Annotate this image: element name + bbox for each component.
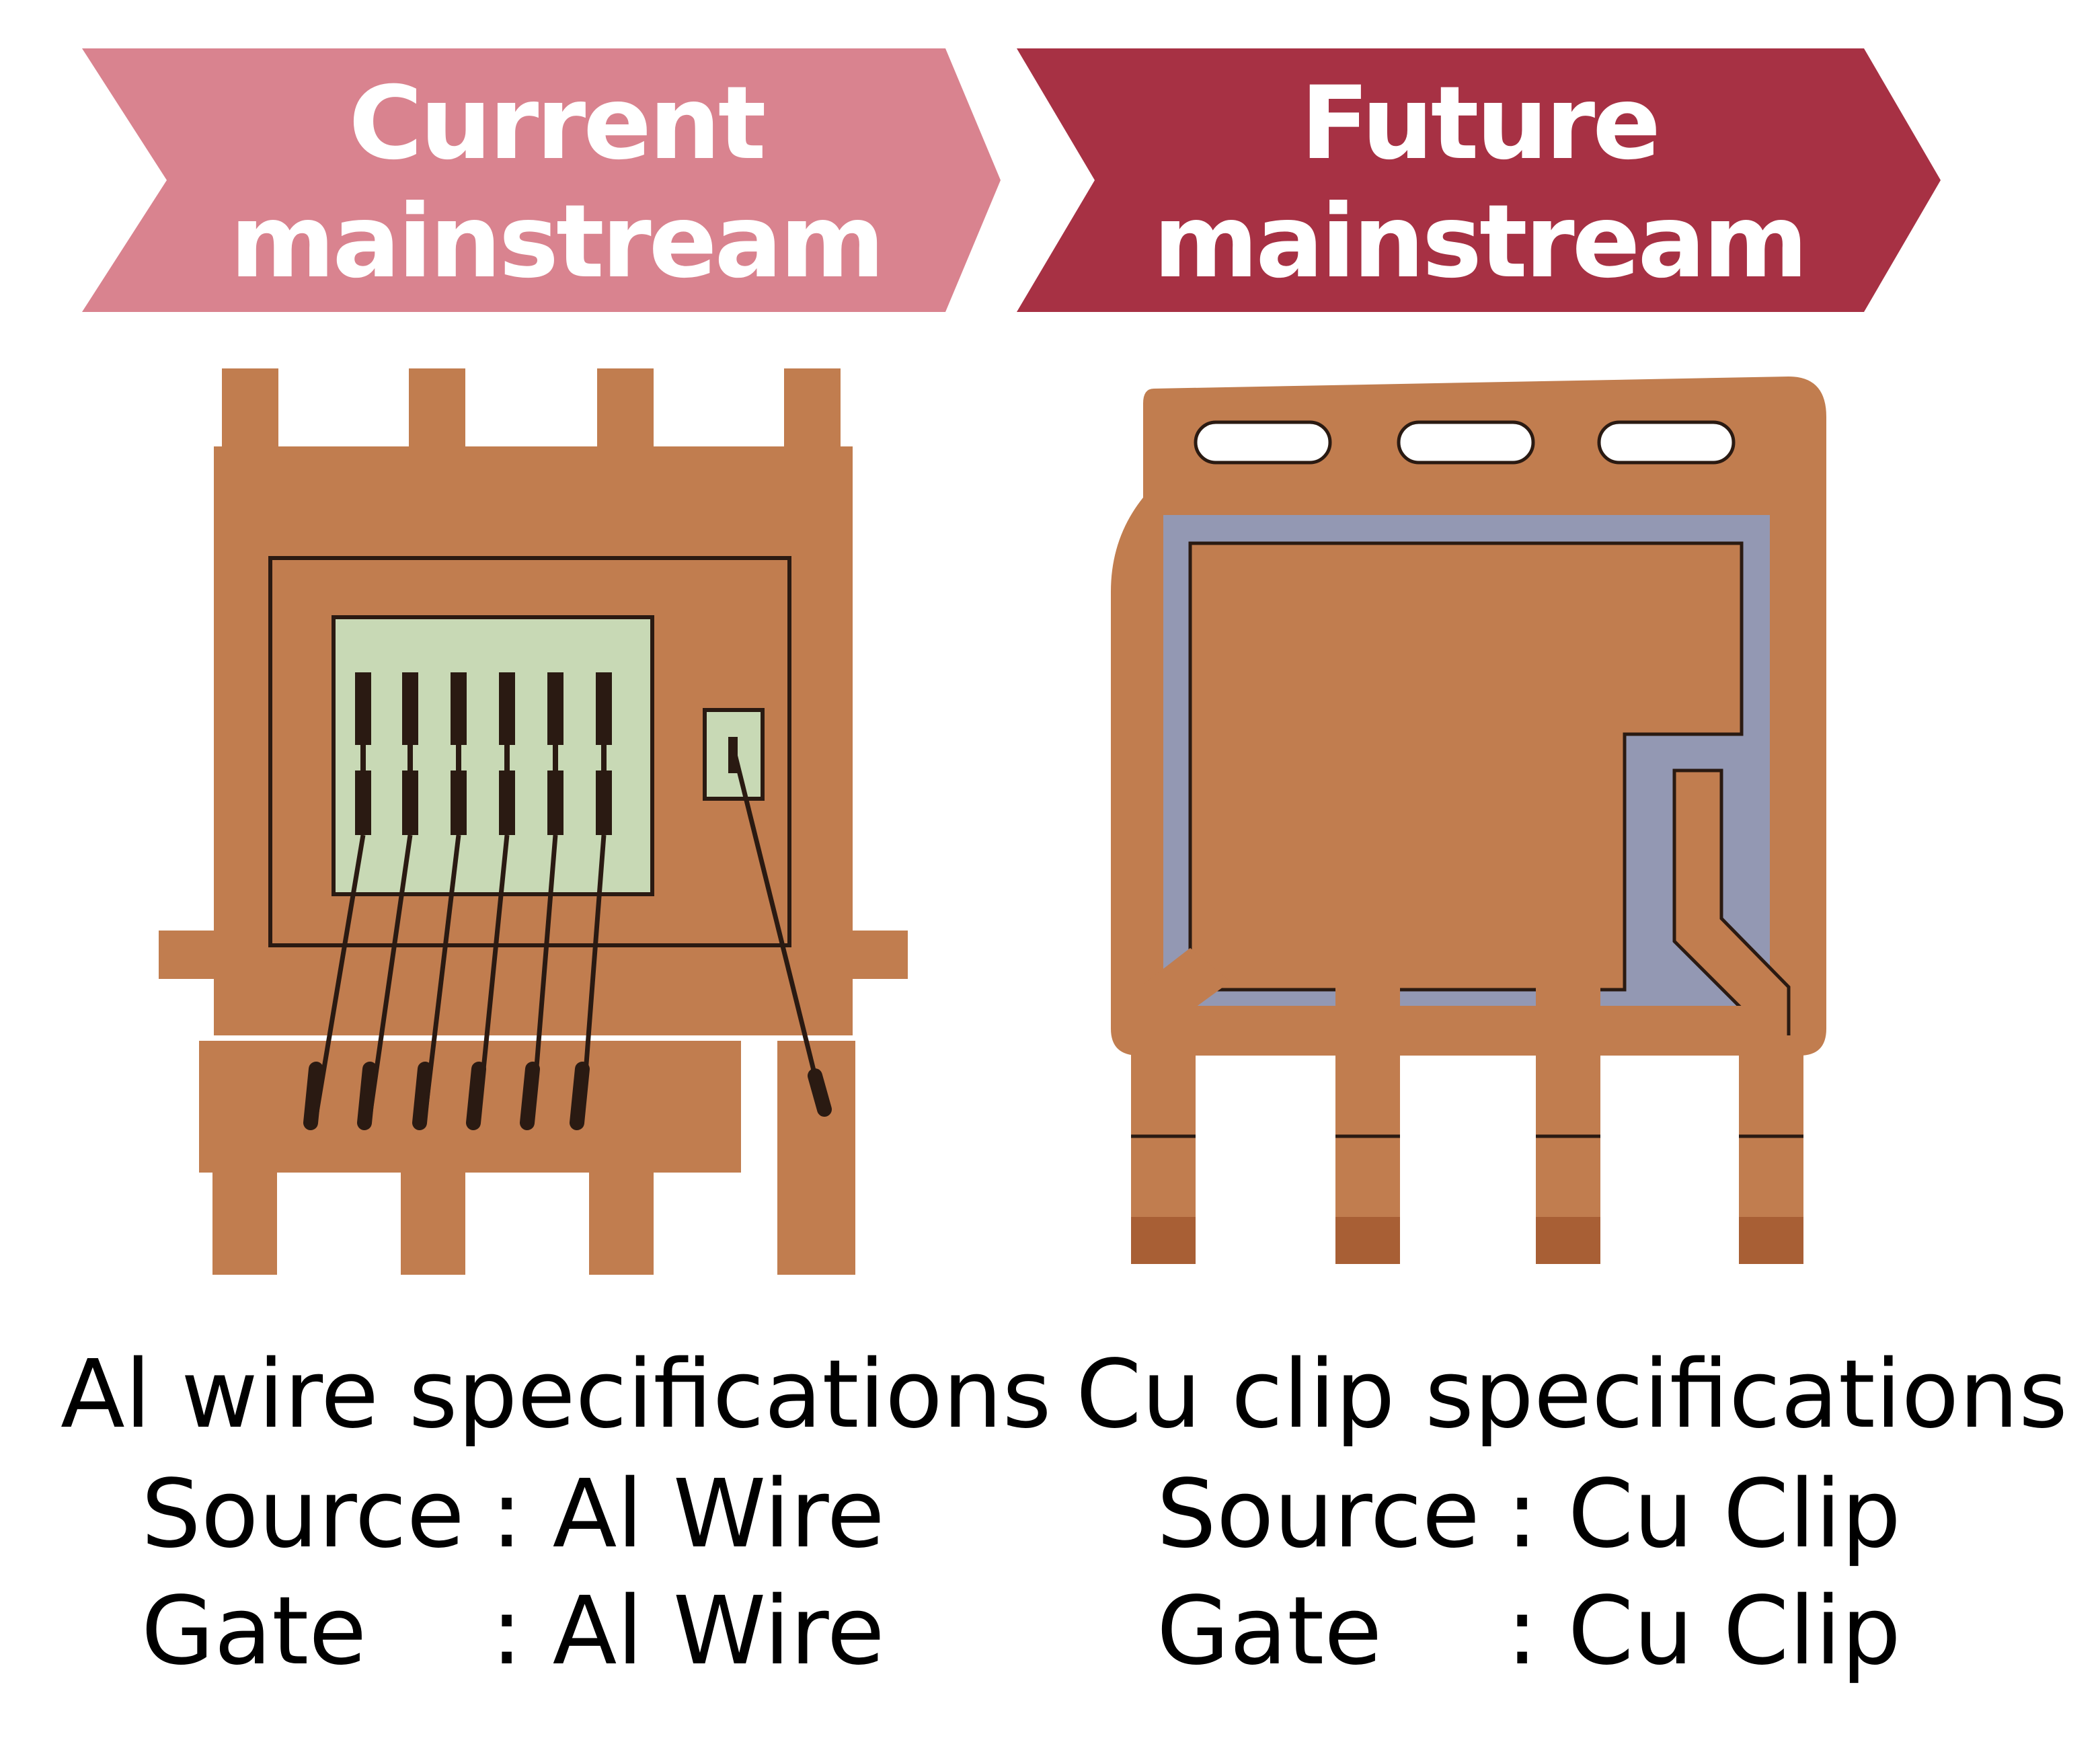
al-wire-package: [159, 368, 908, 1275]
current-gate-value: : Al Wire: [491, 1577, 885, 1686]
frame-slot: [1597, 420, 1736, 465]
frame-slot: [1194, 420, 1332, 465]
side-ear-right: [827, 931, 908, 979]
clip-leg: [1335, 975, 1400, 1049]
cu-leads: [1131, 948, 1803, 1264]
future-gate-label: Gate: [1157, 1577, 1383, 1686]
al-source-wire: [313, 834, 366, 1117]
bottom-band: [1190, 1006, 1782, 1046]
lead-bond-foot: [520, 1062, 540, 1130]
current-banner-arrow: [82, 48, 1001, 312]
clip-leg: [1536, 975, 1600, 1049]
future-source-label: Source: [1157, 1460, 1480, 1569]
future-banner-title: Future mainstream: [1095, 65, 1864, 301]
lead-bond-foot: [357, 1062, 377, 1130]
future-spec-block: Cu clip specifications Source : Cu Clip …: [1076, 1338, 2068, 1688]
lead-bond-foot: [303, 1062, 323, 1130]
current-spec-title: Al wire specifications: [61, 1340, 1052, 1450]
source-lead: [589, 1143, 654, 1275]
lead-tip: [1739, 1217, 1803, 1264]
future-source-value: : Cu Clip: [1506, 1460, 1902, 1569]
lead-tip: [1131, 1217, 1196, 1264]
lead-bond-foot: [466, 1062, 486, 1130]
current-banner-title: Current mainstream: [167, 65, 945, 301]
future-banner-line2: mainstream: [1153, 184, 1808, 301]
current-gate-label: Gate: [141, 1577, 367, 1686]
frame-slot: [1397, 420, 1535, 465]
side-ear-left: [159, 931, 239, 979]
future-banner-arrow: [1017, 48, 1941, 312]
lead-bond-foot: [570, 1062, 590, 1130]
future-banner-line1: Future: [1300, 65, 1661, 182]
current-banner-line2: mainstream: [230, 184, 885, 301]
al-gate-wire: [730, 746, 824, 1103]
future-gate-value: : Cu Clip: [1506, 1577, 1902, 1686]
lead-tip: [1536, 1217, 1600, 1264]
future-spec-title: Cu clip specifications: [1076, 1340, 2068, 1450]
lead-bond-foot: [412, 1062, 432, 1130]
lead-tip: [1335, 1217, 1400, 1264]
current-banner-line1: Current: [348, 65, 766, 182]
source-lead: [401, 1143, 465, 1275]
clip-leg: [1131, 948, 1231, 1049]
die-pad-outline: [268, 556, 791, 947]
lead-bond-foot: [808, 1068, 832, 1117]
current-spec-block: Al wire specifications Source : Al Wire …: [61, 1338, 1052, 1688]
mosfet-die: [332, 615, 654, 896]
al-wires: [303, 672, 832, 1130]
cu-clip-package: [1111, 377, 1826, 1264]
current-source-value: : Al Wire: [491, 1460, 885, 1569]
source-lead: [212, 1143, 277, 1275]
current-source-label: Source: [141, 1460, 465, 1569]
